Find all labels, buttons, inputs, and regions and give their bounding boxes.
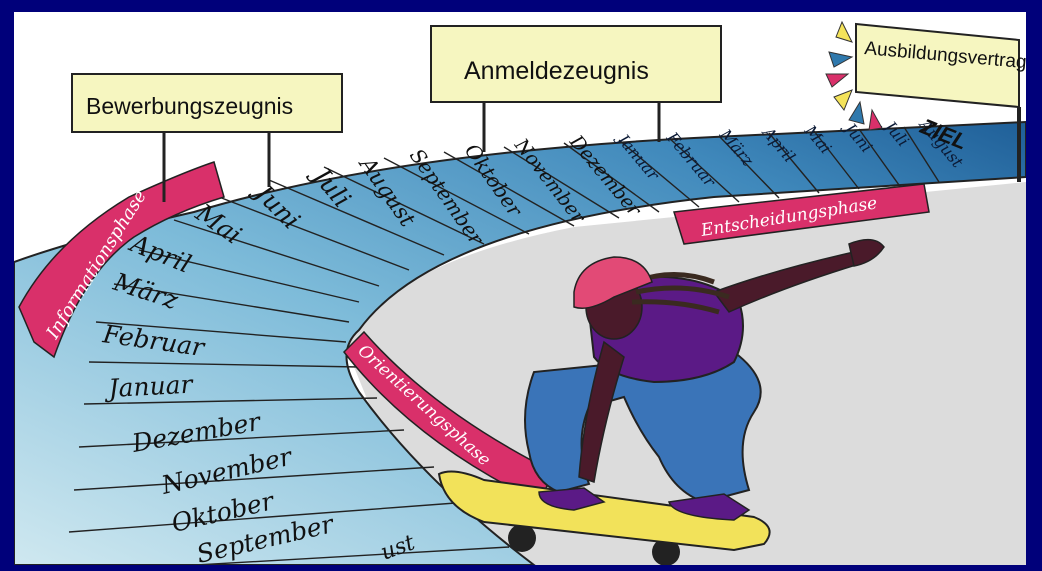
illustration-canvas: September Oktober November Dezember Janu… xyxy=(14,12,1026,565)
sign-label-bewerbung: Bewerbungszeugnis xyxy=(86,93,293,119)
timeline-ramp-illustration: September Oktober November Dezember Janu… xyxy=(14,12,1026,565)
sign-label-anmelde: Anmeldezeugnis xyxy=(464,57,649,85)
month-label: Januar xyxy=(103,370,195,404)
